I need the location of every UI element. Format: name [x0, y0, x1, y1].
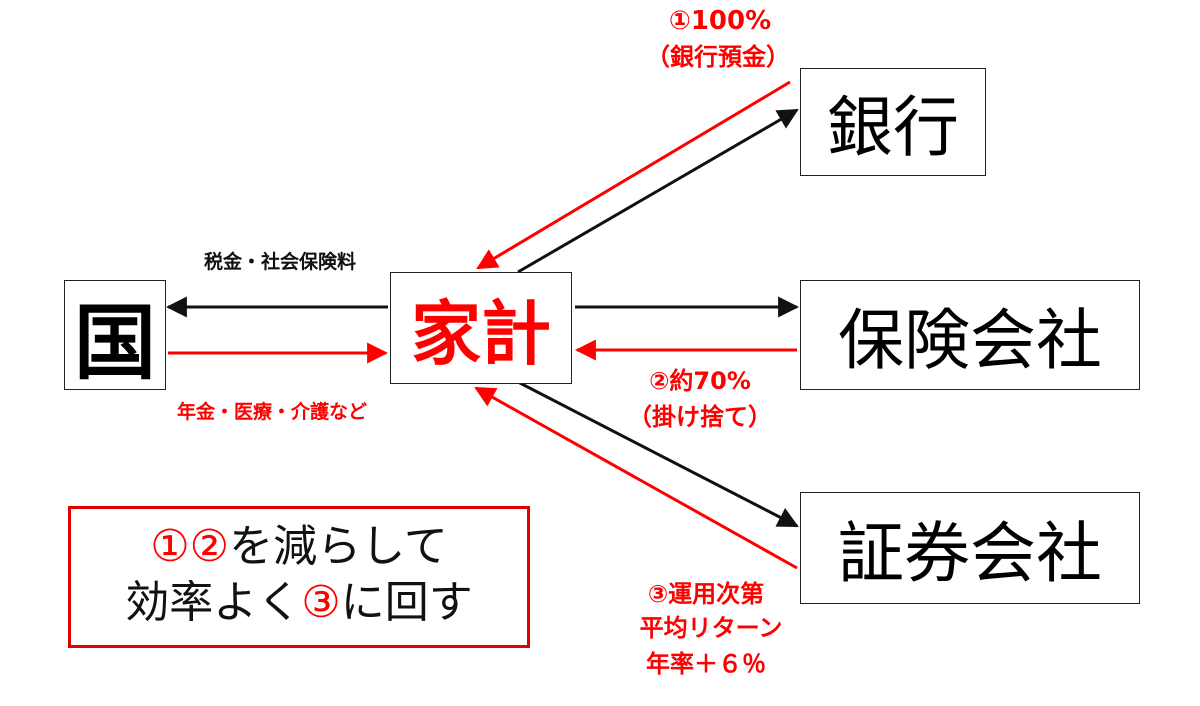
arrow-to-bank	[517, 108, 799, 274]
label-insurance-percent: ②約70%	[649, 367, 751, 395]
conclusion-line2: 効率よく③に回す	[71, 575, 527, 631]
arrow-to-securities	[517, 380, 799, 528]
node-securities: 証券会社	[800, 492, 1140, 604]
arrow-from-bank	[476, 80, 791, 270]
conclusion-line1: ①②を減らして	[71, 519, 527, 575]
node-insurance: 保険会社	[800, 280, 1140, 390]
label-securities-line1: ③運用次第	[647, 580, 765, 608]
conclusion-line2-pre: 効率よく	[125, 577, 302, 628]
conclusion-line2-highlight: ③	[301, 577, 341, 628]
conclusion-line1-highlight: ①②	[150, 521, 230, 572]
label-bank-percent: ①100%	[668, 6, 772, 36]
node-bank: 銀行	[800, 68, 986, 176]
label-securities-line2: 平均リターン	[639, 614, 783, 642]
label-insurance-note: （掛け捨て）	[628, 403, 772, 431]
node-state: 国	[64, 280, 166, 391]
conclusion-line1-text: を減らして	[229, 521, 448, 572]
node-household: 家計	[390, 272, 572, 384]
label-tax: 税金・社会保険料	[203, 251, 356, 273]
label-bank-note: （銀行預金）	[646, 43, 790, 71]
conclusion-box: ①②を減らして 効率よく③に回す	[68, 506, 530, 648]
label-pension: 年金・医療・介護など	[176, 401, 367, 423]
label-securities-line3: 年率＋６％	[646, 650, 766, 678]
conclusion-line2-post: に回す	[340, 577, 473, 628]
arrow-from-securities	[474, 386, 798, 570]
